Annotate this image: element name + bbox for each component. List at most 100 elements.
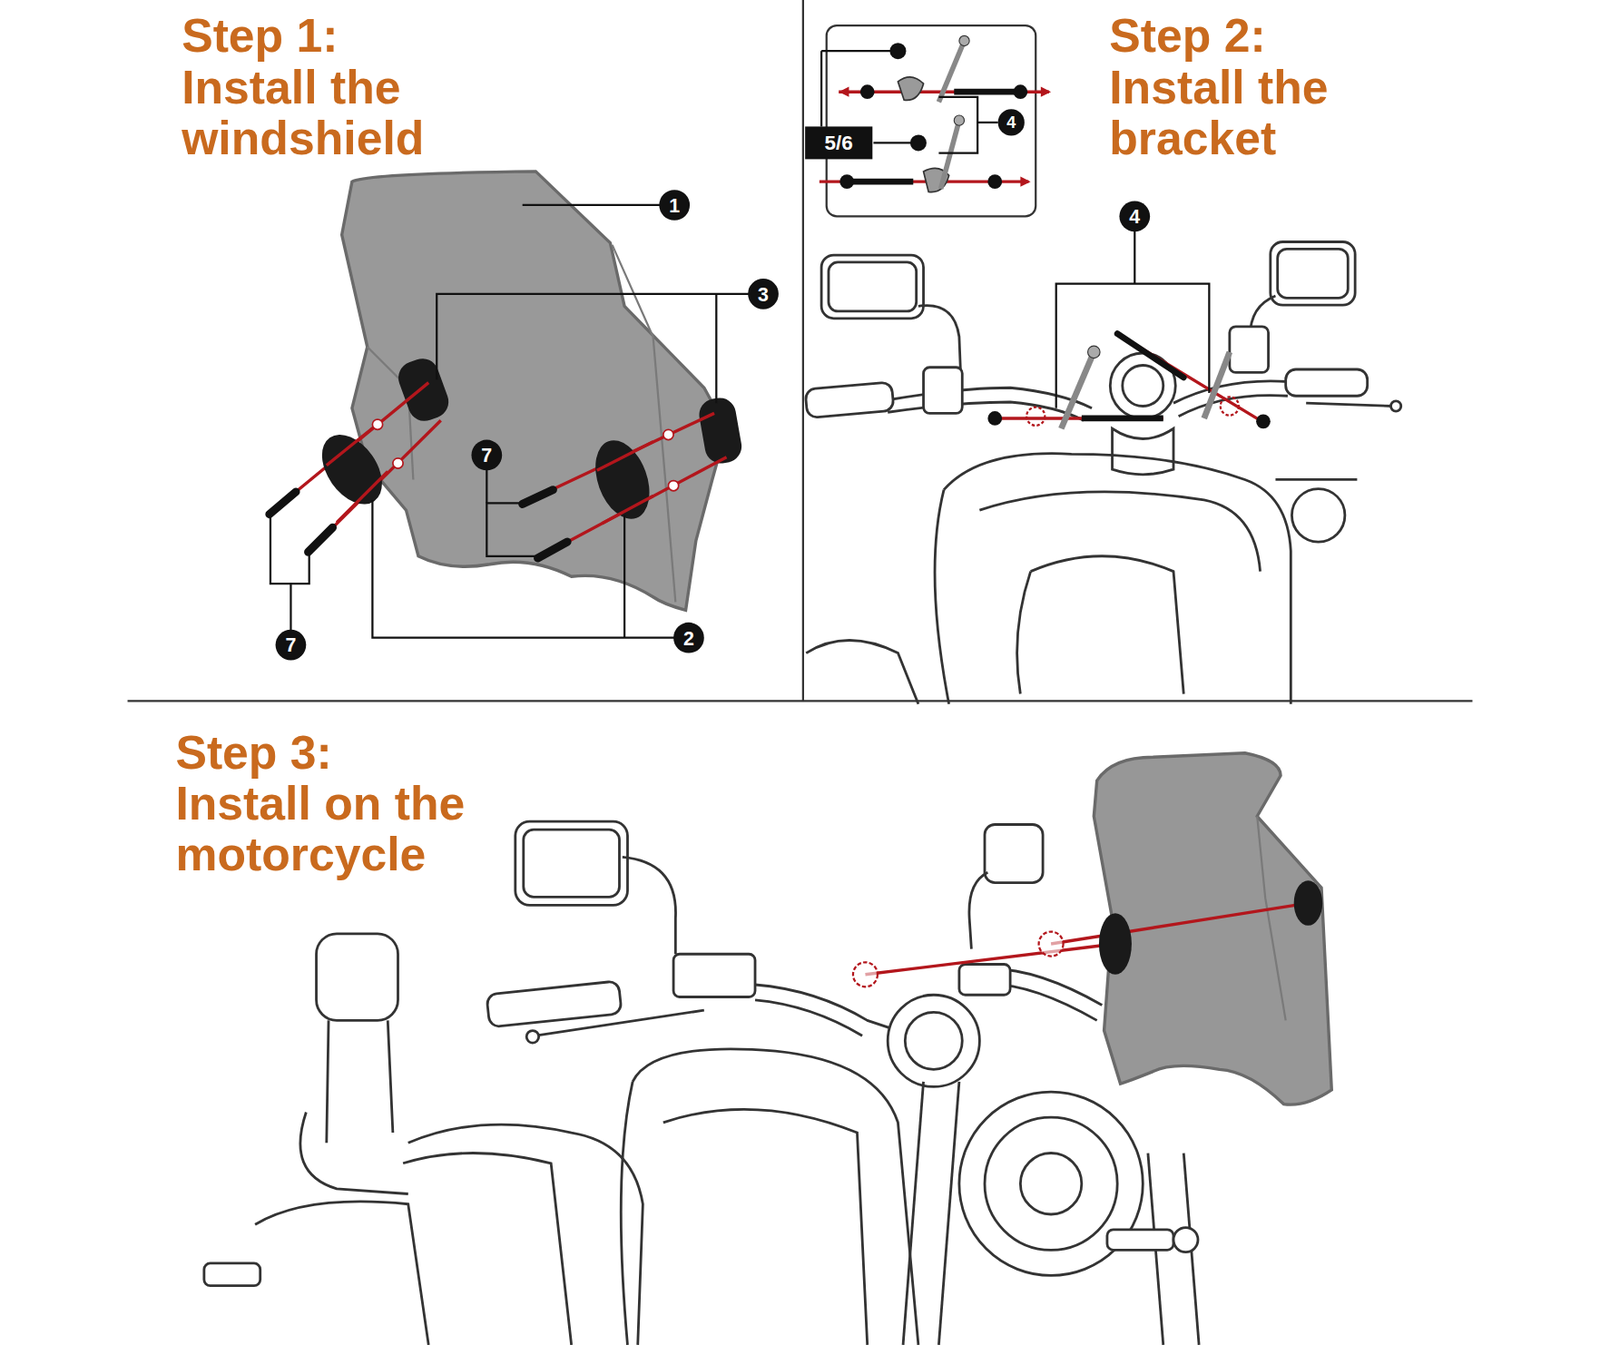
leader-line (372, 500, 675, 639)
seat-edge (805, 640, 919, 705)
mount-hole (372, 419, 383, 430)
mount-oval (1294, 880, 1323, 925)
label-box (804, 126, 873, 159)
inset-frame (826, 25, 1036, 216)
callout-disc (275, 629, 307, 661)
panel-divider (127, 699, 1473, 702)
fuel-tank (943, 453, 1291, 705)
bolt-end (839, 174, 854, 189)
clamp-point (1039, 932, 1064, 957)
windshield-fold (1256, 815, 1286, 1021)
arm-knob (959, 35, 970, 46)
callout-number: 2 (673, 622, 705, 654)
bracket-rod (953, 88, 1021, 96)
callout-number: 1 (658, 189, 690, 221)
mount-hole (392, 458, 403, 469)
arrow-head (1020, 176, 1031, 187)
bracket-arm (1060, 352, 1094, 429)
screw (308, 527, 334, 552)
handlebar (1178, 395, 1288, 417)
callout-number: 7 (275, 629, 307, 661)
arm-knob (953, 115, 964, 126)
clamp-point (1220, 396, 1239, 415)
alignment-line (864, 943, 1115, 975)
gauge-face (904, 1011, 962, 1070)
callout-disc (673, 622, 705, 654)
callout-number: 4 (1119, 200, 1150, 232)
turn-signal (204, 1263, 261, 1286)
clamp (897, 77, 923, 101)
mount-pad (696, 395, 745, 467)
screw (269, 491, 296, 515)
callout-number: 7 (471, 440, 502, 472)
fuel-tank (632, 1049, 919, 1345)
motorcycle-art (204, 821, 1199, 1345)
mount-oval (309, 423, 394, 516)
bracket-rod (846, 178, 913, 186)
mount-hole (667, 480, 678, 491)
leader-line (938, 97, 978, 154)
handlebar (887, 387, 1092, 408)
node-text: 3 (757, 284, 769, 304)
bracket-rod (1081, 415, 1164, 423)
callout-disc (1119, 200, 1150, 232)
master-cylinder (1229, 326, 1269, 374)
panel-divider (802, 0, 805, 701)
step-number: Step 3: (175, 726, 522, 778)
step-heading: Install on the motorcycle (175, 777, 522, 880)
bracket-arm (1204, 352, 1230, 419)
alignment-line (601, 495, 653, 523)
leader-line (1133, 230, 1136, 284)
mount-pad (393, 353, 453, 426)
tank-line (979, 491, 1260, 572)
fork-leg (938, 1081, 959, 1345)
node-text: 5/6 (824, 132, 854, 153)
bolt-end (860, 84, 875, 99)
fuel-tank (934, 490, 950, 705)
bracket-rod (1117, 333, 1184, 378)
seat-line (402, 1153, 572, 1345)
mirror (984, 824, 1043, 883)
windshield-panel (1093, 753, 1332, 1105)
callout-disc (471, 440, 502, 472)
switch-block (923, 367, 963, 414)
mirror-glass (1277, 248, 1349, 298)
master-cylinder (673, 953, 756, 997)
leader-line (821, 49, 898, 52)
tank-line (1030, 556, 1185, 695)
grip (804, 382, 894, 419)
headlight-bulb (1020, 1153, 1081, 1215)
headlight-lens (984, 1117, 1118, 1250)
bolt-end (987, 174, 1002, 189)
step-heading: Install the bracket (1109, 60, 1415, 163)
step-heading: Install the windshield (181, 60, 488, 163)
backrest-rail (326, 1020, 393, 1143)
fork-leg (903, 1081, 923, 1345)
node-text: 4 (1128, 206, 1140, 226)
leader-line (977, 121, 998, 124)
screw (538, 541, 569, 559)
switch-block (959, 964, 1011, 996)
clamp-point (853, 961, 878, 987)
callout-disc (747, 278, 779, 310)
mirror (1270, 241, 1355, 305)
grip (1285, 369, 1368, 396)
node-text: 1 (668, 195, 680, 215)
callout-number: 3 (747, 278, 779, 310)
leader-line (1056, 284, 1210, 409)
backrest (316, 933, 399, 1021)
turn-signal-lens (1173, 1227, 1198, 1253)
rear-rail (300, 1112, 409, 1195)
mount-hole (663, 429, 674, 440)
frame-line (1275, 478, 1357, 481)
leader-line (715, 294, 717, 403)
node-text: 4 (1006, 114, 1016, 131)
alignment-line (1050, 903, 1308, 944)
node-text: 7 (284, 635, 296, 655)
clamp-point (1026, 407, 1045, 426)
node-text: 7 (480, 445, 492, 465)
mount-oval (585, 432, 659, 527)
tank-line (663, 1109, 868, 1345)
